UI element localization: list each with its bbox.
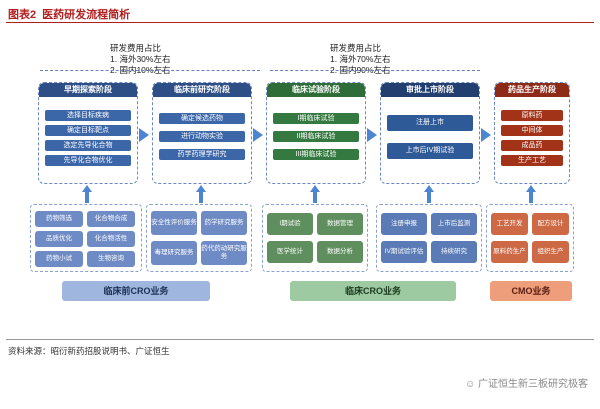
arrow-right-icon bbox=[367, 128, 377, 142]
service-group-discovery: 药物筛选 化合物合成 品质优化 化合物活性 药物小试 生物咨询 bbox=[30, 204, 142, 272]
note-right-line1: 研发费用占比 bbox=[330, 43, 382, 53]
service-chip: 原料药生产 bbox=[491, 241, 528, 263]
service-chip: 数据管理 bbox=[317, 213, 363, 235]
service-chip: 品质优化 bbox=[35, 231, 83, 247]
figure-heading: 医药研发流程简析 bbox=[42, 9, 131, 21]
preclinical-cro-bar: 临床前CRO业务 bbox=[62, 281, 210, 301]
service-chip: 持续研究 bbox=[431, 241, 477, 263]
stage-title: 早期探索阶段 bbox=[39, 83, 137, 97]
stage-item: 药学药理学研究 bbox=[159, 149, 245, 160]
arrow-up-icon bbox=[424, 185, 434, 203]
cmo-bar: CMO业务 bbox=[490, 281, 572, 301]
stage-item: 中间体 bbox=[501, 125, 563, 136]
service-chip: 药物小试 bbox=[35, 251, 83, 267]
note-left-bracket bbox=[40, 70, 260, 72]
note-left-line1: 研发费用占比 bbox=[110, 43, 162, 53]
arrow-up-icon bbox=[310, 185, 320, 203]
stage-item: III期临床试验 bbox=[273, 149, 359, 160]
stage-item: 进行动物实验 bbox=[159, 131, 245, 142]
stage-item: 选择目标疾病 bbox=[45, 110, 131, 121]
service-chip: 药物筛选 bbox=[35, 211, 83, 227]
clinical-cro-bar: 临床CRO业务 bbox=[290, 281, 456, 301]
stage-title: 临床试验阶段 bbox=[267, 83, 365, 97]
arrow-right-icon bbox=[139, 128, 149, 142]
figure-number: 图表2 bbox=[8, 9, 37, 21]
stage-item: 确定目标靶点 bbox=[45, 125, 131, 136]
stage-item: 原料药 bbox=[501, 110, 563, 121]
service-chip: 安全性评价服务 bbox=[151, 211, 197, 235]
note-right-line2: 1. 海外70%左右 bbox=[330, 54, 391, 64]
note-left-line2: 1. 海外30%左右 bbox=[110, 54, 171, 64]
stage-manufacturing: 药品生产阶段 原料药 中间体 成品药 生产工艺 bbox=[494, 82, 570, 184]
service-chip: 药学研究服务 bbox=[201, 211, 247, 235]
service-chip: 数据分析 bbox=[317, 241, 363, 263]
service-chip: 毒理研究服务 bbox=[151, 241, 197, 265]
watermark-text: 广证恒生新三板研究极客 bbox=[478, 379, 588, 390]
service-chip: 工艺开发 bbox=[491, 213, 528, 235]
watermark: ☺ 广证恒生新三板研究极客 bbox=[465, 375, 588, 390]
service-chip: 医学统计 bbox=[267, 241, 313, 263]
service-group-preclinical: 安全性评价服务 药学研究服务 毒理研究服务 药代药动研究服务 bbox=[146, 204, 252, 272]
stage-early-discovery: 早期探索阶段 选择目标疾病 确定目标靶点 选定先导化合物 先导化合物优化 bbox=[38, 82, 138, 184]
service-group-approval: 注册申报 上市后监测 IV期试验评估 持续研究 bbox=[376, 204, 482, 272]
stage-title: 审批上市阶段 bbox=[381, 83, 479, 97]
stage-item: 先导化合物优化 bbox=[45, 155, 131, 166]
arrow-up-icon bbox=[82, 185, 92, 203]
wechat-icon: ☺ bbox=[465, 379, 478, 390]
arrow-up-icon bbox=[196, 185, 206, 203]
service-chip: I期试验 bbox=[267, 213, 313, 235]
service-chip: 配方设计 bbox=[532, 213, 569, 235]
figure-title: 图表2 医药研发流程简析 bbox=[8, 6, 130, 22]
service-chip: 化合物合成 bbox=[87, 211, 135, 227]
title-rule bbox=[6, 22, 594, 23]
stage-title: 药品生产阶段 bbox=[495, 83, 569, 97]
service-group-clinical-trial: I期试验 数据管理 医学统计 数据分析 bbox=[262, 204, 368, 272]
service-chip: IV期试验评估 bbox=[381, 241, 427, 263]
stage-item: II期临床试验 bbox=[273, 131, 359, 142]
note-right-bracket bbox=[270, 70, 480, 72]
stage-item: 成品药 bbox=[501, 140, 563, 151]
service-chip: 注册申报 bbox=[381, 213, 427, 235]
stage-item: 生产工艺 bbox=[501, 155, 563, 166]
arrow-right-icon bbox=[481, 128, 491, 142]
stage-preclinical: 临床前研究阶段 确定候选药物 进行动物实验 药学药理学研究 bbox=[152, 82, 252, 184]
stage-approval: 审批上市阶段 注册上市 上市后IV期试验 bbox=[380, 82, 480, 184]
stage-clinical-trial: 临床试验阶段 I期临床试验 II期临床试验 III期临床试验 bbox=[266, 82, 366, 184]
stage-item: 上市后IV期试验 bbox=[387, 143, 473, 159]
arrow-up-icon bbox=[526, 185, 536, 203]
arrow-right-icon bbox=[253, 128, 263, 142]
source-note: 资料来源：昭衍新药招股说明书、广证恒生 bbox=[8, 346, 170, 356]
service-group-cmo: 工艺开发 配方设计 原料药生产 组织生产 bbox=[486, 204, 574, 272]
stage-title: 临床前研究阶段 bbox=[153, 83, 251, 97]
stage-item: 确定候选药物 bbox=[159, 113, 245, 124]
service-chip: 药代药动研究服务 bbox=[201, 241, 247, 265]
service-chip: 生物咨询 bbox=[87, 251, 135, 267]
service-chip: 上市后监测 bbox=[431, 213, 477, 235]
source-rule bbox=[6, 339, 594, 340]
service-chip: 化合物活性 bbox=[87, 231, 135, 247]
stage-item: 选定先导化合物 bbox=[45, 140, 131, 151]
stage-item: 注册上市 bbox=[387, 115, 473, 131]
service-chip: 组织生产 bbox=[532, 241, 569, 263]
stage-item: I期临床试验 bbox=[273, 113, 359, 124]
